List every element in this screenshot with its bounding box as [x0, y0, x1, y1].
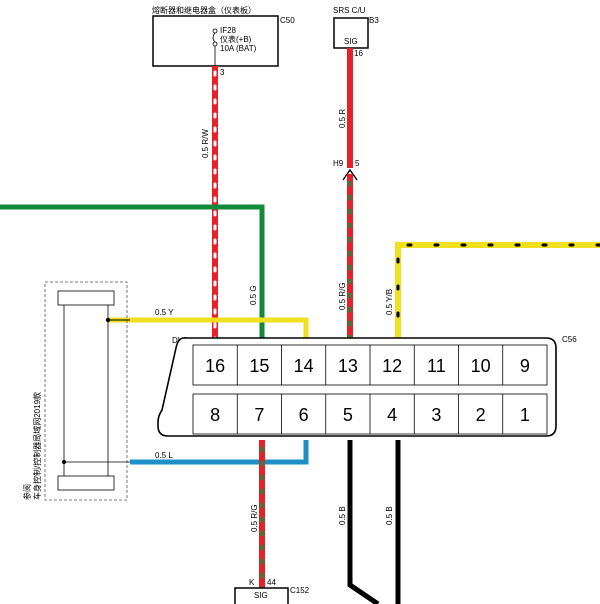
fuse-id: IF28: [220, 26, 237, 35]
dlc-pin-1: 1: [520, 405, 530, 425]
fuse-rating: 10A (BAT): [220, 44, 257, 53]
dlc-connector-id: C56: [562, 335, 577, 344]
fuse-box-body: [152, 15, 279, 67]
dlc-bottom-pins: 8 7 6 5 4 3 2 1: [210, 394, 530, 434]
dlc-pin-7: 7: [254, 405, 264, 425]
dlc-pin-6: 6: [299, 405, 309, 425]
wire-bottom-rg-label: 0.5 R/G: [250, 504, 259, 532]
srs-pin: 16: [354, 49, 363, 58]
wire-yellow-label: 0.5 Y: [155, 308, 174, 317]
wire-green: [0, 204, 265, 345]
bottom-module-signal: SIG: [254, 591, 268, 600]
wire-black-1-label: 0.5 B: [338, 506, 347, 525]
bottom-module: K 44 SIG C152: [234, 578, 310, 604]
fuse-box-pin: 3: [220, 68, 225, 77]
wire-power-label: 0.5 R/W: [201, 129, 210, 158]
bottom-module-connector: C152: [290, 586, 310, 595]
srs-connector: B3: [369, 16, 379, 25]
wire-black-2-label: 0.5 B: [385, 506, 394, 525]
dlc-pin-15: 15: [249, 356, 269, 376]
dlc-pin-2: 2: [476, 405, 486, 425]
wire-blue-label: 0.5 L: [155, 451, 173, 460]
bottom-module-prefix: K: [249, 578, 255, 587]
dlc-pin-13: 13: [338, 356, 358, 376]
bottom-module-pin: 44: [267, 578, 276, 587]
fuse-box: 熔断器和继电器盒（仪表板） C50 IF28 仪表(+B) 10A (BAT) …: [152, 5, 295, 77]
inline-connector-id: H9: [333, 159, 344, 168]
dlc-pin-12: 12: [382, 356, 402, 376]
wire-blue: [130, 440, 309, 465]
dlc-pin-16: 16: [205, 356, 225, 376]
inline-connector-h9: H9 5: [333, 159, 360, 181]
wire-srs-upper-label: 0.5 R: [338, 109, 347, 128]
fuse-name: 仪表(+B): [220, 34, 252, 44]
srs-module: SRS C/U B3 SIG 16: [333, 6, 379, 58]
reference-note-line2: 车身控制/控制器局域网2019款: [32, 392, 42, 500]
dlc-pin-5: 5: [343, 405, 353, 425]
wire-yellow-black: [395, 242, 600, 345]
wire-green-label: 0.5 G: [249, 285, 258, 305]
dlc-pin-11: 11: [427, 356, 446, 376]
dlc-pin-9: 9: [520, 356, 530, 376]
dlc-pin-8: 8: [210, 405, 220, 425]
fuse-icon: [212, 28, 218, 66]
dlc-pin-3: 3: [431, 405, 441, 425]
wire-yellow-black-label: 0.5 Y/B: [385, 289, 394, 315]
reference-module: 参阅 车身控制/控制器局域网2019款: [22, 281, 130, 501]
wire-yellow: [105, 317, 309, 345]
dlc-pin-4: 4: [387, 405, 397, 425]
inline-connector-pin: 5: [355, 159, 360, 168]
fuse-box-title: 熔断器和继电器盒（仪表板）: [152, 5, 256, 15]
srs-title: SRS C/U: [333, 6, 366, 15]
reference-note-line1: 参阅: [22, 484, 32, 500]
reference-dashed-box: [44, 281, 128, 501]
dlc-top-pins: 16 15 14 13 12 11 10 9: [205, 345, 530, 385]
fuse-box-connector: C50: [280, 16, 295, 25]
bottom-module-body: [234, 587, 289, 604]
srs-signal: SIG: [344, 37, 358, 46]
dlc-pin-10: 10: [471, 356, 491, 376]
srs-body: [333, 17, 369, 49]
reference-top-block: [57, 290, 115, 306]
reference-junction-dot: [62, 460, 66, 464]
wire-srs-lower-label: 0.5 R/G: [338, 282, 347, 310]
reference-bottom-block: [57, 475, 115, 491]
wire-black-1: [347, 440, 380, 604]
dlc-pin-14: 14: [294, 356, 314, 376]
